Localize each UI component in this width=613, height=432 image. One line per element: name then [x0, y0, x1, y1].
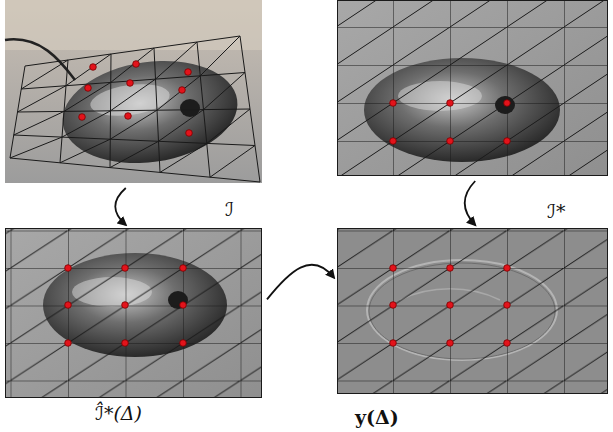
image-label: y(Δ) — [353, 406, 401, 429]
image-label: ℐ̂*(Δ) — [93, 402, 144, 425]
image-panel: ℐ — [5, 0, 262, 183]
curved-arrow — [465, 181, 476, 225]
image-label: ℐ* — [545, 200, 567, 223]
warped-image — [5, 228, 262, 398]
source-photo — [5, 0, 262, 183]
template-image — [337, 0, 608, 176]
image-panel: ℐ* — [337, 0, 608, 176]
image-panel: ℐ̂*(Δ) — [5, 228, 262, 398]
image-label: ℐ — [223, 198, 236, 221]
curved-arrow — [115, 188, 126, 225]
curved-arrow — [267, 265, 334, 300]
image-panel: y(Δ) — [337, 228, 608, 394]
difference-image — [337, 228, 608, 394]
